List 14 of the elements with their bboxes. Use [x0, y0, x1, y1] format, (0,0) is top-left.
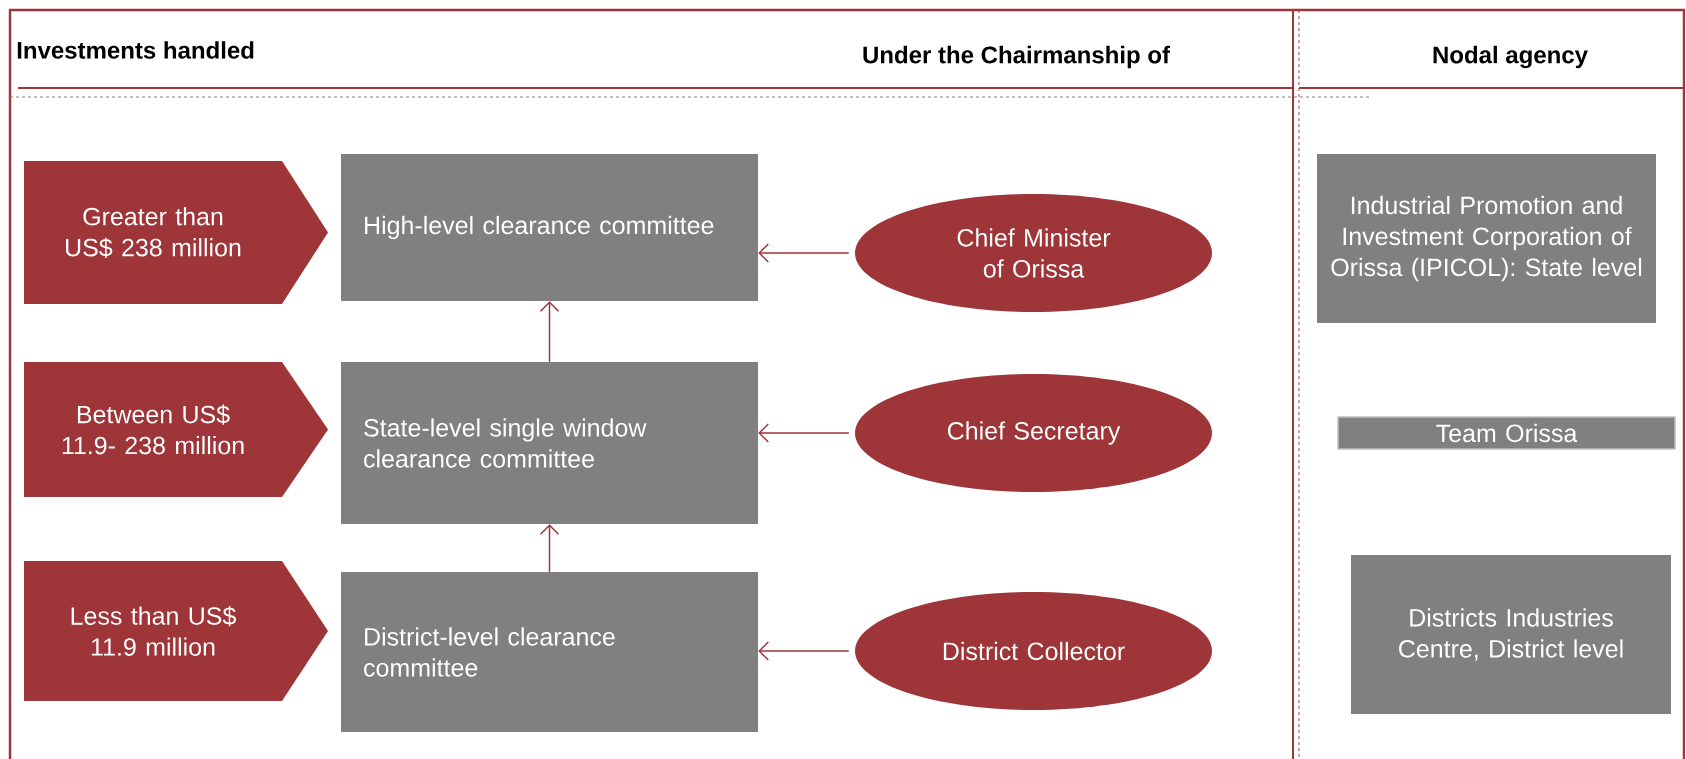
arrow: [539, 301, 560, 363]
column-heading: Nodal agency: [1433, 45, 1588, 69]
agency-box: Team Orissa: [1337, 416, 1676, 450]
agency-box: Industrial Promotion and Investment Corporation of Orissa (IPICOL): State level: [1317, 154, 1656, 323]
arrow: [758, 641, 850, 661]
agency-box: Districts Industries Centre, District level: [1351, 555, 1671, 714]
column-heading: Under the Chairmanship of: [863, 45, 1171, 69]
arrow: [758, 243, 850, 263]
column-heading: Investments handled: [17, 41, 254, 59]
arrow: [539, 524, 560, 573]
committee-box: High-level clearance committee: [341, 154, 758, 301]
committee-box: District-level clearance committee: [341, 572, 758, 732]
arrow: [758, 423, 850, 443]
committee-box: State-level single window clearance committee: [341, 362, 758, 524]
